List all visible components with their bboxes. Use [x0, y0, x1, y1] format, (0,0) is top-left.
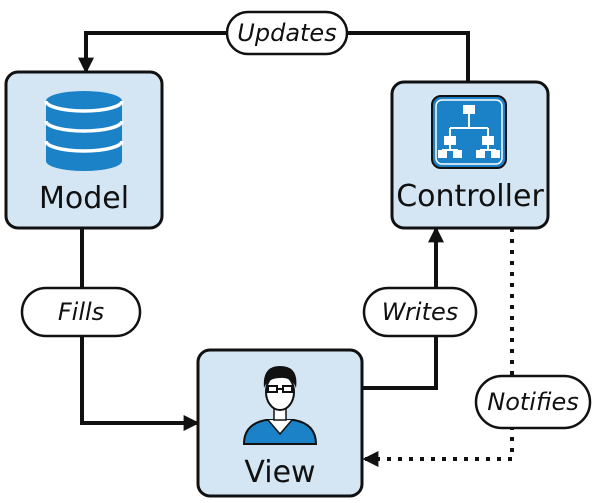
writes-label: Writes — [362, 286, 478, 338]
notifies-label: Notifies — [474, 374, 592, 430]
model-label: Model — [39, 181, 129, 216]
notifies-label-text: Notifies — [487, 388, 579, 416]
writes-label-text: Writes — [382, 298, 459, 326]
controller-node: Controller — [390, 80, 550, 230]
view-node: View — [196, 348, 364, 498]
edge-notifies — [362, 228, 514, 467]
view-label: View — [244, 455, 315, 490]
fills-label-text: Fills — [58, 298, 104, 326]
edge-writes — [362, 226, 444, 390]
notifies-arrow — [362, 228, 514, 467]
database-icon — [44, 91, 124, 171]
fills-label: Fills — [20, 286, 142, 338]
model-node: Model — [4, 70, 164, 230]
hierarchy-icon — [431, 95, 507, 169]
controller-label: Controller — [396, 179, 544, 214]
writes-arrow — [362, 226, 444, 390]
updates-label: Updates — [225, 10, 349, 56]
person-icon — [242, 366, 318, 445]
updates-label-text: Updates — [237, 19, 336, 47]
